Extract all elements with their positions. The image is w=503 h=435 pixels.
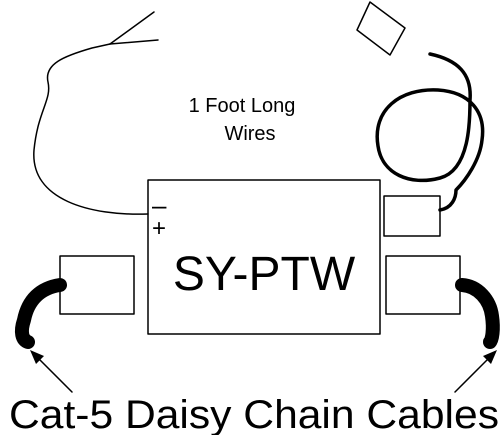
left-cat5-port (59, 255, 135, 315)
right-wire (375, 52, 485, 212)
left-cable-arrow (33, 353, 73, 393)
polarity-negative: – (152, 190, 167, 220)
right-cable-arrow (454, 353, 494, 393)
left-cat5-cable (14, 278, 67, 349)
right-cable-arrowhead (483, 350, 497, 364)
wire-connector (383, 195, 441, 237)
cables-label: Cat-5 Daisy Chain Cables (9, 393, 499, 435)
left-wire (33, 43, 149, 215)
left-wire-end-a (109, 11, 155, 45)
left-wire-end-b (109, 39, 159, 45)
wires-label-line2: Wires (224, 123, 275, 145)
wires-label-line1: 1 Foot Long (189, 95, 296, 117)
left-cable-arrowhead (30, 350, 44, 364)
right-cat5-port (385, 255, 461, 315)
right-wire-tag (356, 1, 406, 56)
polarity-positive: + (152, 215, 166, 242)
device-body (147, 179, 381, 335)
right-cat5-cable (455, 278, 500, 349)
device-model-label: SY-PTW (173, 248, 356, 301)
